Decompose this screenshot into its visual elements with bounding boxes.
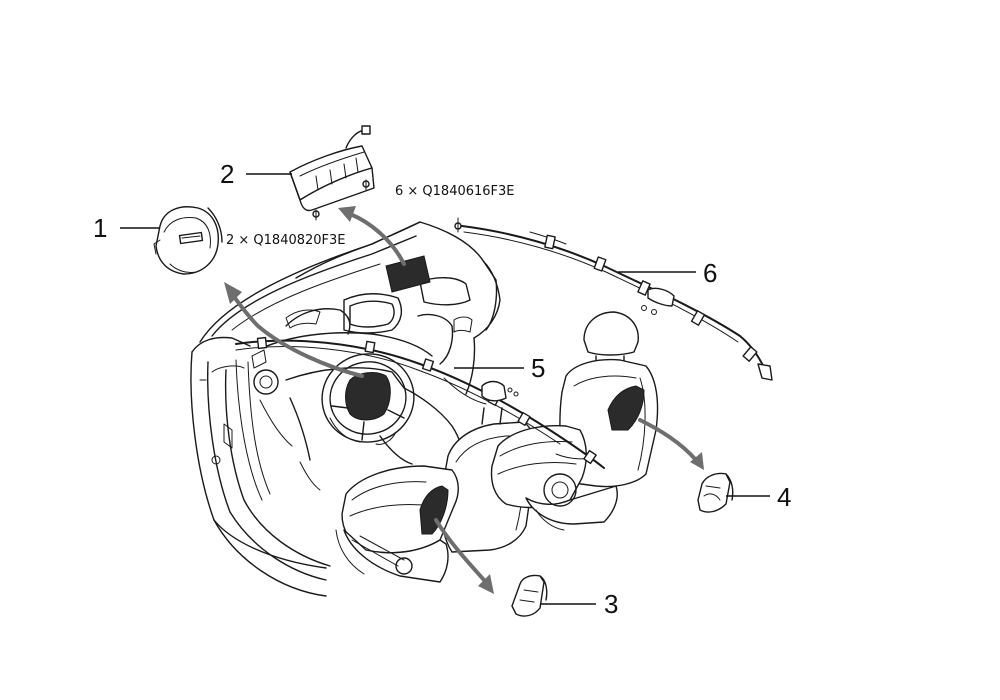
callout-2: 2: [220, 159, 234, 189]
passenger-side-airbag-module: [697, 472, 734, 513]
steering-wheel: [321, 353, 415, 465]
callout-3: 3: [604, 589, 618, 619]
curtain-airbag-bolt-code: 6 × Q1840616F3E: [395, 184, 515, 199]
callout-6: 6: [703, 258, 717, 288]
curtain-airbag-module: [454, 217, 773, 381]
curtain-airbag-installed: [235, 336, 605, 469]
driver-side-airbag-module: [511, 574, 548, 617]
passenger-seat: [490, 311, 659, 531]
passenger-airbag-bolt-code: 2 × Q1840820F3E: [226, 233, 346, 248]
callout-5: 5: [531, 353, 545, 383]
passenger-airbag-module: [289, 125, 375, 221]
callout-1: 1: [93, 213, 107, 243]
leader-lines: [120, 173, 770, 605]
vehicle-body-outline: [190, 336, 331, 597]
callout-4: 4: [777, 482, 791, 512]
dashboard: [199, 221, 501, 491]
direction-arrows: [224, 206, 704, 594]
driver-airbag-module: [153, 206, 223, 275]
